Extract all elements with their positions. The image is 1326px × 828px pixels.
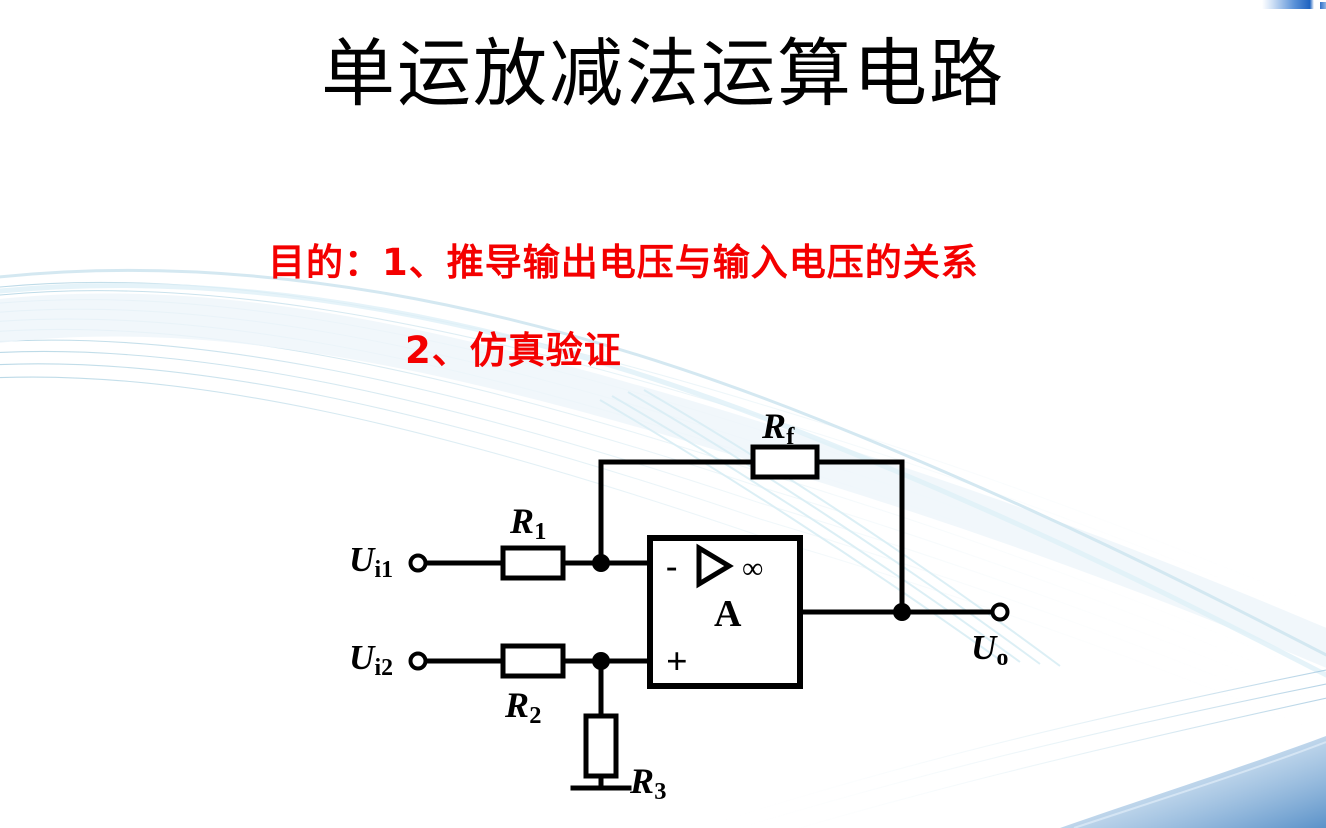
terminal-uo <box>990 602 1010 622</box>
label-uo: Uo <box>971 628 1009 672</box>
top-right-blue-accent <box>1262 0 1314 9</box>
junction-output-node <box>893 603 911 621</box>
resistor-r1 <box>500 545 566 581</box>
label-r3: R3 <box>630 761 667 806</box>
resistor-rf <box>750 444 820 480</box>
terminal-ui2 <box>408 651 428 671</box>
top-right-blue-accent-end <box>1320 2 1326 9</box>
inverting-triangle-icon <box>696 543 734 589</box>
purpose-line-2: 2、仿真验证 <box>405 329 622 372</box>
opamp-infinity-icon: ∞ <box>742 552 764 585</box>
opamp-body-label: A <box>714 593 742 635</box>
page-title: 单运放减法运算电路 <box>321 34 1005 116</box>
label-r1: R1 <box>510 501 547 546</box>
junction-inverting-node <box>592 554 610 572</box>
resistor-r2 <box>500 643 566 679</box>
opamp-inverting-sign: - <box>666 548 678 585</box>
resistor-r3 <box>583 713 619 779</box>
label-rf: Rf <box>762 406 795 451</box>
label-ui2: Ui2 <box>349 638 394 682</box>
opamp-noninverting-sign: + <box>666 641 688 683</box>
opamp-body <box>647 535 803 689</box>
terminal-ui1 <box>408 553 428 573</box>
label-ui1: Ui1 <box>349 540 394 584</box>
junction-noninverting-node <box>592 652 610 670</box>
label-r2: R2 <box>505 685 542 730</box>
purpose-line-1: 目的：1、推导输出电压与输入电压的关系 <box>268 241 979 284</box>
